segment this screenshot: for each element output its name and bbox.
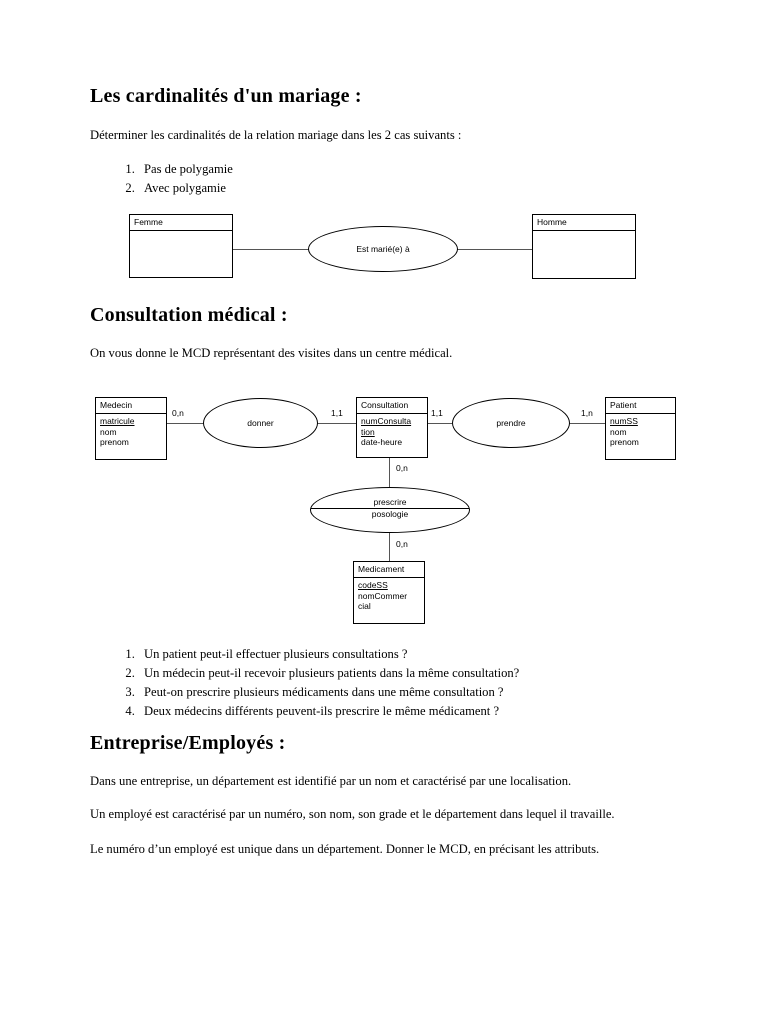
link-femme-mariage xyxy=(233,249,309,250)
link-consultation-prendre xyxy=(428,423,452,424)
link-prendre-patient xyxy=(569,423,605,424)
entity-homme-attributes xyxy=(533,231,635,235)
attribute-patient-prenom: prenom xyxy=(610,437,639,447)
entreprise-paragraph-1: Dans une entreprise, un département est … xyxy=(90,774,572,788)
list-item: Un patient peut-il effectuer plusieurs c… xyxy=(138,645,718,664)
link-prescrire-medicament xyxy=(389,532,390,562)
entity-patient: Patient numSS nom prenom xyxy=(605,397,676,460)
section-title-entreprise: Entreprise/Employés : xyxy=(90,732,286,754)
mariage-case-list: Pas de polygamie Avec polygamie xyxy=(90,160,698,198)
relationship-prescrire-label: prescrire xyxy=(373,497,407,507)
attribute-numconsultation-line1: numConsulta xyxy=(361,416,412,426)
relationship-est-marie-a: Est marié(e) à xyxy=(308,226,458,272)
attribute-numconsultation-line2: tion xyxy=(361,426,375,437)
attribute-codess: codeSS xyxy=(358,580,388,590)
relationship-prendre: prendre xyxy=(452,398,570,448)
entity-medicament-name: Medicament xyxy=(354,562,424,578)
link-consultation-prescrire xyxy=(389,458,390,488)
link-donner-consultation xyxy=(317,423,356,424)
relationship-est-marie-a-label: Est marié(e) à xyxy=(356,243,410,254)
entity-consultation: Consultation numConsulta tion date-heure xyxy=(356,397,428,458)
section-intro-consultation: On vous donne le MCD représentant des vi… xyxy=(90,346,453,360)
cardinality-donner-consultation: 1,1 xyxy=(331,408,343,418)
cardinality-prescrire-medicament: 0,n xyxy=(396,539,408,549)
entity-femme-attributes xyxy=(130,231,232,235)
entity-patient-attributes: numSS nom prenom xyxy=(606,414,675,450)
entity-medecin-name: Medecin xyxy=(96,398,166,414)
attribute-patient-nom: nom xyxy=(610,426,627,437)
section-title-mariage: Les cardinalités d'un mariage : xyxy=(90,85,362,107)
relationship-prendre-label: prendre xyxy=(496,417,526,428)
cardinality-consultation-prendre: 1,1 xyxy=(431,408,443,418)
attribute-date-heure: date-heure xyxy=(361,437,403,447)
entity-medicament: Medicament codeSS nomCommer cial xyxy=(353,561,425,624)
link-medecin-donner xyxy=(167,423,204,424)
list-item: Peut-on prescrire plusieurs médicaments … xyxy=(138,683,718,702)
section-intro-mariage: Déterminer les cardinalités de la relati… xyxy=(90,128,462,142)
relationship-donner: donner xyxy=(203,398,318,448)
entity-medecin: Medecin matricule nom prenom xyxy=(95,397,167,460)
relationship-donner-label: donner xyxy=(247,417,274,428)
cardinality-prendre-patient: 1,n xyxy=(581,408,593,418)
section-title-consultation: Consultation médical : xyxy=(90,304,288,326)
entity-homme-name: Homme xyxy=(533,215,635,231)
cardinality-medecin-donner: 0,n xyxy=(172,408,184,418)
relationship-prescrire: prescrire posologie xyxy=(310,487,470,533)
relationship-prescrire-divider xyxy=(311,508,469,509)
attribute-nomcommercial-line1: nomCommer xyxy=(358,590,408,601)
attribute-prenom: prenom xyxy=(100,437,129,447)
attribute-nomcommercial-line2: cial xyxy=(358,601,371,611)
entreprise-paragraph-3: Le numéro d’un employé est unique dans u… xyxy=(90,842,600,856)
consultation-question-list: Un patient peut-il effectuer plusieurs c… xyxy=(90,645,718,722)
entity-homme: Homme xyxy=(532,214,636,279)
entity-medicament-attributes: codeSS nomCommer cial xyxy=(354,578,424,614)
entity-consultation-name: Consultation xyxy=(357,398,427,414)
attribute-nom: nom xyxy=(100,426,117,437)
entity-patient-name: Patient xyxy=(606,398,675,414)
attribute-matricule: matricule xyxy=(100,416,135,426)
list-item: Deux médecins différents peuvent-ils pre… xyxy=(138,702,718,721)
entreprise-paragraph-2: Un employé est caractérisé par un numéro… xyxy=(90,807,615,821)
relationship-prescrire-attribute: posologie xyxy=(371,509,409,519)
entity-medecin-attributes: matricule nom prenom xyxy=(96,414,166,450)
cardinality-consultation-prescrire: 0,n xyxy=(396,463,408,473)
entity-femme-name: Femme xyxy=(130,215,232,231)
list-item: Avec polygamie xyxy=(138,179,698,198)
list-item: Un médecin peut-il recevoir plusieurs pa… xyxy=(138,664,718,683)
link-mariage-homme xyxy=(457,249,533,250)
attribute-numss: numSS xyxy=(610,416,638,426)
entity-femme: Femme xyxy=(129,214,233,278)
entity-consultation-attributes: numConsulta tion date-heure xyxy=(357,414,427,450)
list-item: Pas de polygamie xyxy=(138,160,698,179)
